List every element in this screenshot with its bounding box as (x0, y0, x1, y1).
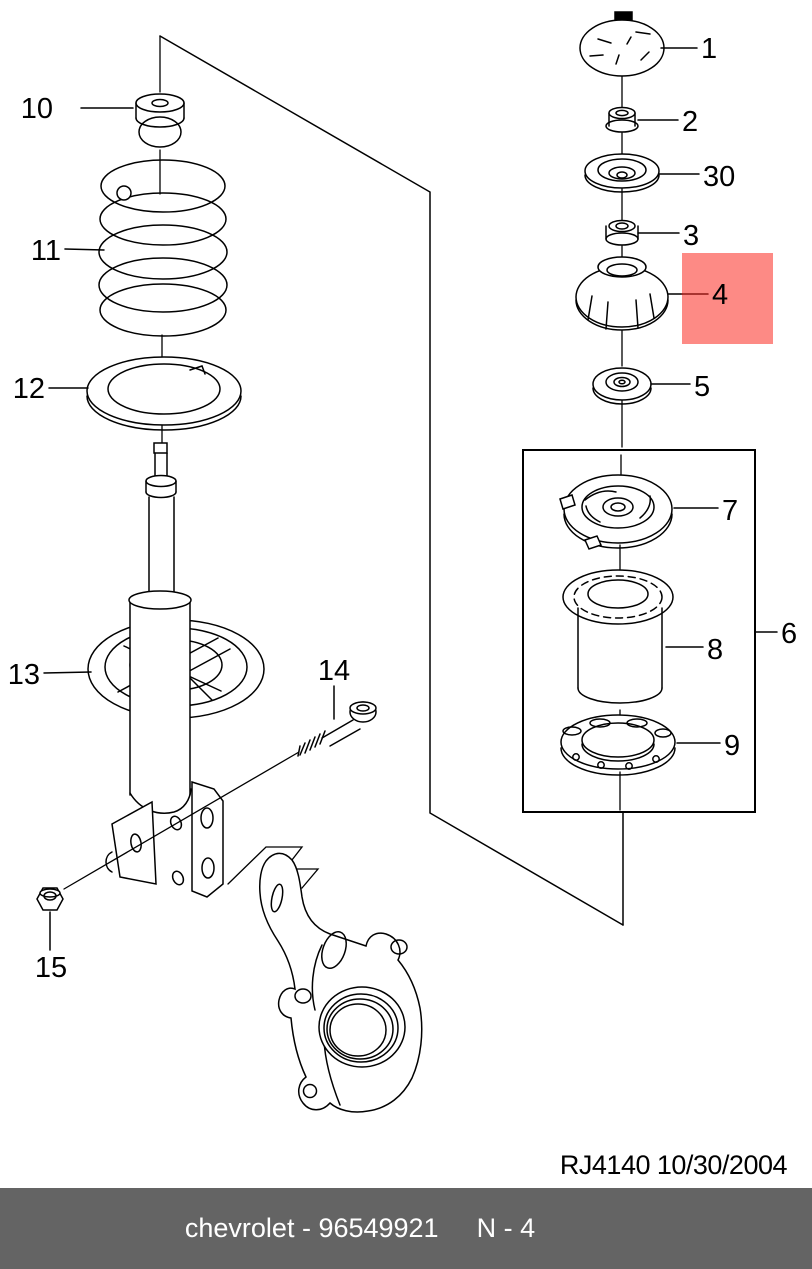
subassembly-box-6 (522, 449, 756, 813)
callout-3[interactable]: 3 (637, 220, 699, 252)
callout-1[interactable]: 1 (660, 33, 717, 65)
part-11-coil-spring (98, 159, 228, 337)
bolt-axis-line (63, 751, 300, 890)
callout-11-label[interactable]: 11 (31, 235, 61, 267)
callout-2[interactable]: 2 (637, 106, 698, 138)
part-12-spring-seat (86, 356, 242, 431)
part-2-nut (605, 106, 639, 133)
break-line (227, 846, 320, 889)
part-30-mount-ring (584, 153, 660, 193)
caption-date: 10/30/2004 (657, 1150, 788, 1180)
callouts: 1 2 30 3 4 5 (8, 33, 797, 984)
footer-bar: chevrolet - 96549921 N - 4 (0, 1188, 812, 1269)
callout-30[interactable]: 30 (658, 161, 735, 193)
callout-14-label[interactable]: 14 (318, 655, 350, 687)
callout-15-label[interactable]: 15 (35, 952, 67, 984)
caption: RJ4140 10/30/2004 (560, 1150, 788, 1180)
callout-1-label[interactable]: 1 (701, 33, 717, 65)
callout-9[interactable]: 9 (676, 730, 740, 762)
callout-7[interactable]: 7 (673, 495, 738, 527)
part-14-bolt (297, 701, 377, 757)
footer-page-ref: N - 4 (476, 1213, 536, 1243)
steering-knuckle (259, 852, 423, 1113)
footer-brand-part-number: chevrolet - 96549921 (184, 1213, 439, 1243)
callout-10-label[interactable]: 10 (21, 93, 53, 125)
callout-6[interactable]: 6 (755, 618, 797, 650)
callout-5-label[interactable]: 5 (694, 371, 710, 403)
callout-4-label[interactable]: 4 (712, 279, 728, 311)
part-1-cap (579, 11, 665, 77)
part-3-nut (605, 219, 639, 246)
callout-10[interactable]: 10 (21, 93, 134, 125)
part-4-strut-mount[interactable] (575, 256, 669, 331)
callout-4-highlighted[interactable]: 4 (667, 279, 728, 311)
callout-12-label[interactable]: 12 (13, 373, 45, 405)
callout-6-label[interactable]: 6 (781, 618, 797, 650)
part-15-nut (36, 887, 64, 911)
callout-8[interactable]: 8 (665, 634, 723, 666)
callout-12[interactable]: 12 (13, 373, 89, 405)
callout-13-label[interactable]: 13 (8, 659, 40, 691)
assembly-boundary-line (159, 35, 624, 926)
part-13-strut (87, 442, 265, 898)
part-5-bearing (592, 367, 652, 405)
callout-14[interactable]: 14 (318, 655, 350, 720)
part-10-bump-stopper (135, 93, 185, 148)
callout-2-label[interactable]: 2 (682, 106, 698, 138)
callout-5[interactable]: 5 (650, 371, 710, 403)
caption-drawing-code: RJ4140 (560, 1150, 650, 1180)
callout-8-label[interactable]: 8 (707, 634, 723, 666)
part-8-dust-boot (562, 569, 674, 704)
part-7-seat-upper (559, 474, 673, 550)
part-9-seat-lower (560, 714, 676, 776)
callout-7-label[interactable]: 7 (722, 495, 738, 527)
callout-15[interactable]: 15 (35, 911, 67, 984)
callout-13[interactable]: 13 (8, 659, 92, 691)
callout-3-label[interactable]: 3 (683, 220, 699, 252)
callout-30-label[interactable]: 30 (703, 161, 735, 193)
callout-11[interactable]: 11 (31, 235, 105, 267)
callout-9-label[interactable]: 9 (724, 730, 740, 762)
highlight-box (682, 253, 773, 344)
